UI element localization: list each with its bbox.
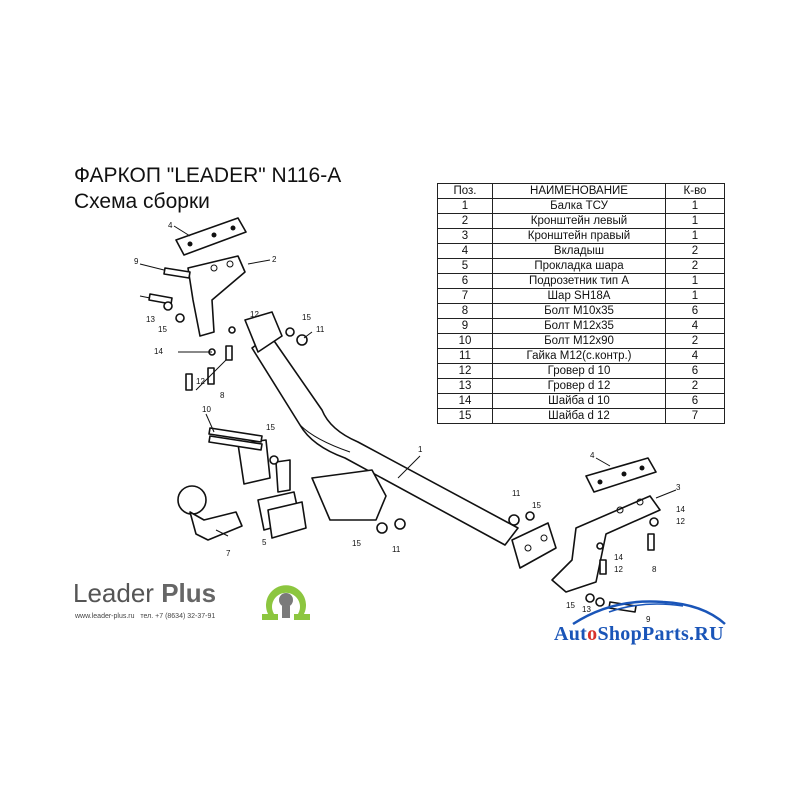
callout-7: 7 bbox=[226, 549, 231, 558]
callout-13-right: 13 bbox=[582, 605, 591, 614]
row-name: Болт М10х35 bbox=[492, 303, 666, 319]
callout-11-right: 11 bbox=[512, 489, 521, 498]
tow-ball bbox=[177, 485, 243, 541]
insert-plate-left bbox=[175, 217, 247, 256]
callout-15-f: 15 bbox=[566, 601, 575, 610]
brand-name-light: Leader bbox=[73, 578, 154, 608]
callout-11-top: 11 bbox=[316, 325, 325, 334]
callout-4-right: 4 bbox=[590, 451, 595, 460]
diagram-subtitle: Схема сборки bbox=[74, 190, 210, 213]
diagram-title: ФАРКОП "LEADER" N116-A bbox=[74, 164, 342, 187]
tow-bar-beam bbox=[244, 311, 519, 546]
callout-15-b: 15 bbox=[302, 313, 311, 322]
row-qty: 2 bbox=[665, 378, 725, 394]
brand-phone: тел. +7 (8634) 32-37-91 bbox=[140, 613, 216, 620]
watermark-car-icon bbox=[572, 600, 726, 626]
callout-15-d: 15 bbox=[532, 501, 541, 510]
brand-contacts: www.leader-plus.ru тел. +7 (8634) 32-37-… bbox=[75, 613, 215, 620]
left-bracket bbox=[187, 255, 246, 337]
callout-14-mid: 14 bbox=[614, 553, 623, 562]
ball-spacer-plates bbox=[257, 469, 387, 539]
row-pos: 15 bbox=[437, 408, 493, 424]
callout-8-right: 8 bbox=[652, 565, 657, 574]
callout-15-c: 15 bbox=[266, 423, 275, 432]
callout-14-right: 14 bbox=[676, 505, 685, 514]
watermark-prefix: Aut bbox=[554, 623, 588, 645]
row-pos: 13 bbox=[437, 378, 493, 394]
row-name: Шар SH18A bbox=[492, 288, 666, 304]
watermark-suffix: ShopParts.RU bbox=[597, 623, 724, 645]
row-pos: 12 bbox=[437, 363, 493, 379]
callout-11-bottom: 11 bbox=[392, 545, 401, 554]
insert-plate-right bbox=[585, 457, 657, 493]
callout-1: 1 bbox=[418, 445, 423, 454]
callout-14-left: 14 bbox=[154, 347, 163, 356]
brand-name-bold: Plus bbox=[161, 578, 217, 608]
callout-labels: 1 2 3 4 4 5 7 8 8 9 9 10 11 11 11 12 12 … bbox=[134, 221, 685, 624]
row-name: Гайка М12(с.контр.) bbox=[492, 348, 666, 364]
brand-name: Leader Plus bbox=[73, 578, 216, 609]
beam-end-plate bbox=[511, 522, 557, 569]
leader-plus-logo-icon bbox=[262, 585, 310, 620]
row-name: Кронштейн правый bbox=[492, 228, 666, 244]
right-bracket bbox=[551, 495, 661, 593]
callout-12-a: 12 bbox=[250, 310, 259, 319]
callout-3: 3 bbox=[676, 483, 681, 492]
callout-5: 5 bbox=[262, 538, 267, 547]
callout-13-left: 13 bbox=[146, 315, 155, 324]
fasteners bbox=[148, 267, 659, 613]
callout-12-c: 12 bbox=[676, 517, 685, 526]
brand-site: www.leader-plus.ru bbox=[75, 613, 135, 620]
callout-12-d: 12 bbox=[614, 565, 623, 574]
callout-9-right: 9 bbox=[646, 615, 651, 624]
callout-15-a: 15 bbox=[158, 325, 167, 334]
callout-15-e: 15 bbox=[352, 539, 361, 548]
callout-8-left: 8 bbox=[220, 391, 225, 400]
row-qty: 7 bbox=[665, 408, 725, 424]
row-name: Шайба d 12 bbox=[492, 408, 666, 424]
callout-10: 10 bbox=[202, 405, 211, 414]
callout-leaders bbox=[139, 225, 677, 537]
watermark-highlight: o bbox=[587, 623, 598, 645]
callout-9-left: 9 bbox=[134, 257, 139, 266]
callout-12-b: 12 bbox=[196, 377, 205, 386]
callout-2: 2 bbox=[272, 255, 277, 264]
callout-4-left: 4 bbox=[168, 221, 173, 230]
watermark: AutoShopParts.RU bbox=[554, 623, 724, 646]
